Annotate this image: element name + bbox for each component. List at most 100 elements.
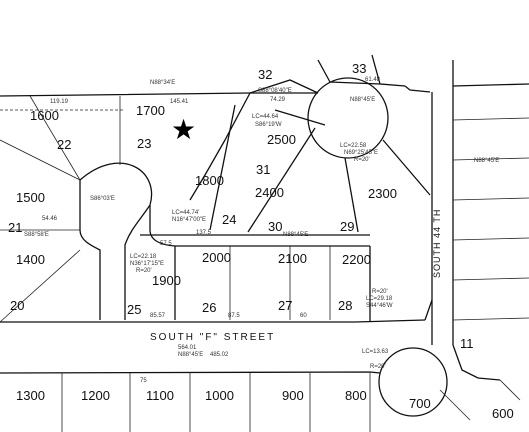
lot-1000: 1000	[205, 388, 234, 403]
dim-length-1900-front: 57.5	[160, 241, 172, 247]
lot-line-1800-2400	[209, 104, 236, 231]
dim-bearing-28: S44°46'W	[366, 303, 393, 309]
lot-1600: 1600	[30, 108, 59, 123]
lot-800: 800	[345, 388, 367, 403]
lot-11: 11	[460, 336, 474, 351]
lot-33: 33	[352, 61, 367, 76]
lot-1700: 1700	[136, 103, 165, 118]
dim-length-33: 61.48	[365, 77, 381, 83]
lot-700: 700	[409, 396, 431, 411]
dim-bearing-21: S88°58'E	[24, 232, 49, 238]
street-south-44th: SOUTH 44 TH	[432, 208, 442, 278]
inner-road-north-line	[149, 205, 370, 247]
dim-bearing-1500: S86°03'E	[90, 196, 115, 202]
dim-length-1500: 54.46	[42, 216, 58, 222]
lot-line-1600-22	[29, 95, 81, 181]
west-cul-de-sac-curve	[79, 162, 153, 320]
lot-1800: 1800	[195, 173, 224, 188]
dim-bearing-cul-north: N69°25'45"E	[344, 150, 379, 156]
lot-1200: 1200	[81, 388, 110, 403]
dim-bearing-32: S88°08'40"E	[258, 88, 292, 94]
lot-2300: 2300	[368, 186, 397, 201]
lot-2200: 2200	[342, 252, 371, 267]
lot-26: 26	[202, 300, 217, 315]
lot-28: 28	[338, 298, 353, 313]
south-cul-de-sac	[378, 347, 448, 417]
lot-2500: 2500	[267, 132, 296, 147]
subject-lot-star-icon: ★	[171, 114, 197, 145]
lot-22: 22	[57, 137, 72, 152]
lot-2000: 2000	[202, 250, 231, 265]
lot-line-2300-east	[382, 139, 431, 196]
dim-bearing-east: N88°45'E	[474, 158, 500, 164]
dim-length-25: 85.57	[150, 313, 166, 319]
north-cul-de-sac	[307, 77, 389, 159]
lot-line-32	[249, 79, 319, 94]
lot-1500: 1500	[16, 190, 45, 205]
dim-bearing-2500: S86°19'W	[255, 122, 282, 128]
lot-30: 30	[268, 219, 283, 234]
dim-1800-rear: 137.5	[196, 230, 212, 236]
dim-radius-1900: R=20'	[136, 268, 152, 274]
lot-900: 900	[282, 388, 304, 403]
dim-f-length-north: 564.01	[178, 345, 197, 351]
dim-bearing-1800: N16°47'00"E	[172, 217, 207, 223]
south-east-lot-lines	[439, 379, 521, 421]
lot-20: 20	[10, 298, 25, 313]
dim-lc-south-cul: LC=13.63	[362, 349, 389, 355]
lot-line-1700-2500	[189, 92, 251, 201]
street-south-f: SOUTH "F" STREET	[150, 332, 276, 343]
lot-line-1500-22	[0, 139, 81, 181]
south-f-north-line	[0, 319, 426, 323]
dim-length-32: 74.29	[270, 97, 286, 103]
lot-25: 25	[127, 302, 142, 317]
lot-line-1400-20	[0, 249, 81, 323]
dim-radius-cul-north: R=20'	[354, 157, 370, 163]
east-block-north-line	[452, 83, 529, 87]
dim-f-length: 485.02	[210, 352, 229, 358]
lot-2100: 2100	[278, 251, 307, 266]
dim-north-length: 119.19	[50, 99, 68, 105]
lot-1100: 1100	[146, 388, 174, 403]
dim-radius-28: R=20'	[372, 289, 388, 295]
east-row-lot-lines	[452, 117, 529, 321]
lot-31: 31	[256, 162, 271, 177]
west-road-inner	[79, 180, 101, 320]
dim-lc-1900: LC=22.18	[130, 254, 157, 260]
lot-27: 27	[278, 298, 293, 313]
lot-29: 29	[340, 219, 355, 234]
lot-lines-32-33	[317, 54, 381, 85]
lot-21: 21	[8, 220, 23, 235]
dim-bearing-33: N88°45'E	[350, 97, 376, 103]
dim-bearing-1900: N36°17'15"E	[130, 261, 165, 267]
lot-1400: 1400	[16, 252, 45, 267]
lot-1900: 1900	[152, 273, 181, 288]
dim-f-bearing: N88°45'E	[178, 352, 204, 358]
dim-lc-1800: LC=44.74'	[172, 210, 200, 216]
lot-600: 600	[492, 406, 514, 421]
lot-1300: 1300	[16, 388, 45, 403]
dim-lc-28: LC=29.18	[366, 296, 393, 302]
dim-length-1100: 75	[140, 378, 147, 384]
south-44th-curve	[452, 344, 501, 381]
dim-bearing-north: N88°34'E	[150, 80, 176, 86]
cul-de-sac-exit-line	[404, 85, 431, 93]
dim-lc-cul-north: LC=22.58	[340, 143, 367, 149]
south-f-south-line	[0, 371, 381, 374]
dim-lc-2500: LC=44.64	[252, 114, 279, 120]
dim-radius-south-cul: R=20'	[370, 364, 386, 370]
dim-1700-front: 145.41	[170, 99, 189, 105]
dim-length-26: 87.5	[228, 313, 240, 319]
lot-line-2500-cul	[274, 109, 326, 126]
lot-24: 24	[222, 212, 237, 227]
lot-32: 32	[258, 67, 273, 82]
lot-23: 23	[137, 136, 152, 151]
lot-line-2400-2500	[247, 127, 316, 233]
corner-curve-line	[424, 299, 433, 321]
lot-2400: 2400	[255, 185, 284, 200]
dim-bearing-30: N88°45'E	[283, 232, 309, 238]
lot-line-2400-2300	[344, 157, 359, 233]
dim-length-27: 60	[300, 313, 307, 319]
